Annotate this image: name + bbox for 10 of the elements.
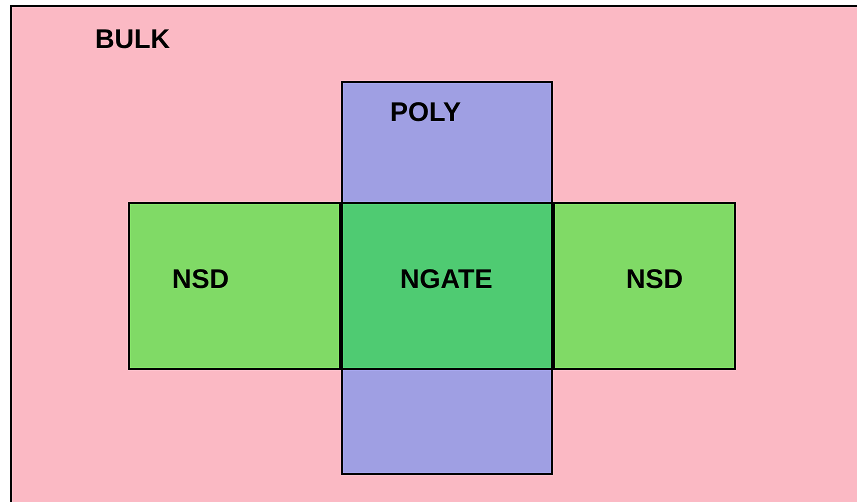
polysilicon-region <box>341 81 553 475</box>
diffusion-region <box>128 202 341 370</box>
region-label: NSD <box>172 266 230 293</box>
region-label: BULK <box>95 26 170 53</box>
region-label: POLY <box>390 99 462 126</box>
gate-region <box>341 202 553 370</box>
region-label: NGATE <box>400 266 492 293</box>
substrate-region <box>10 5 857 502</box>
region-label: NSD <box>626 266 684 293</box>
diffusion-region <box>553 202 736 370</box>
